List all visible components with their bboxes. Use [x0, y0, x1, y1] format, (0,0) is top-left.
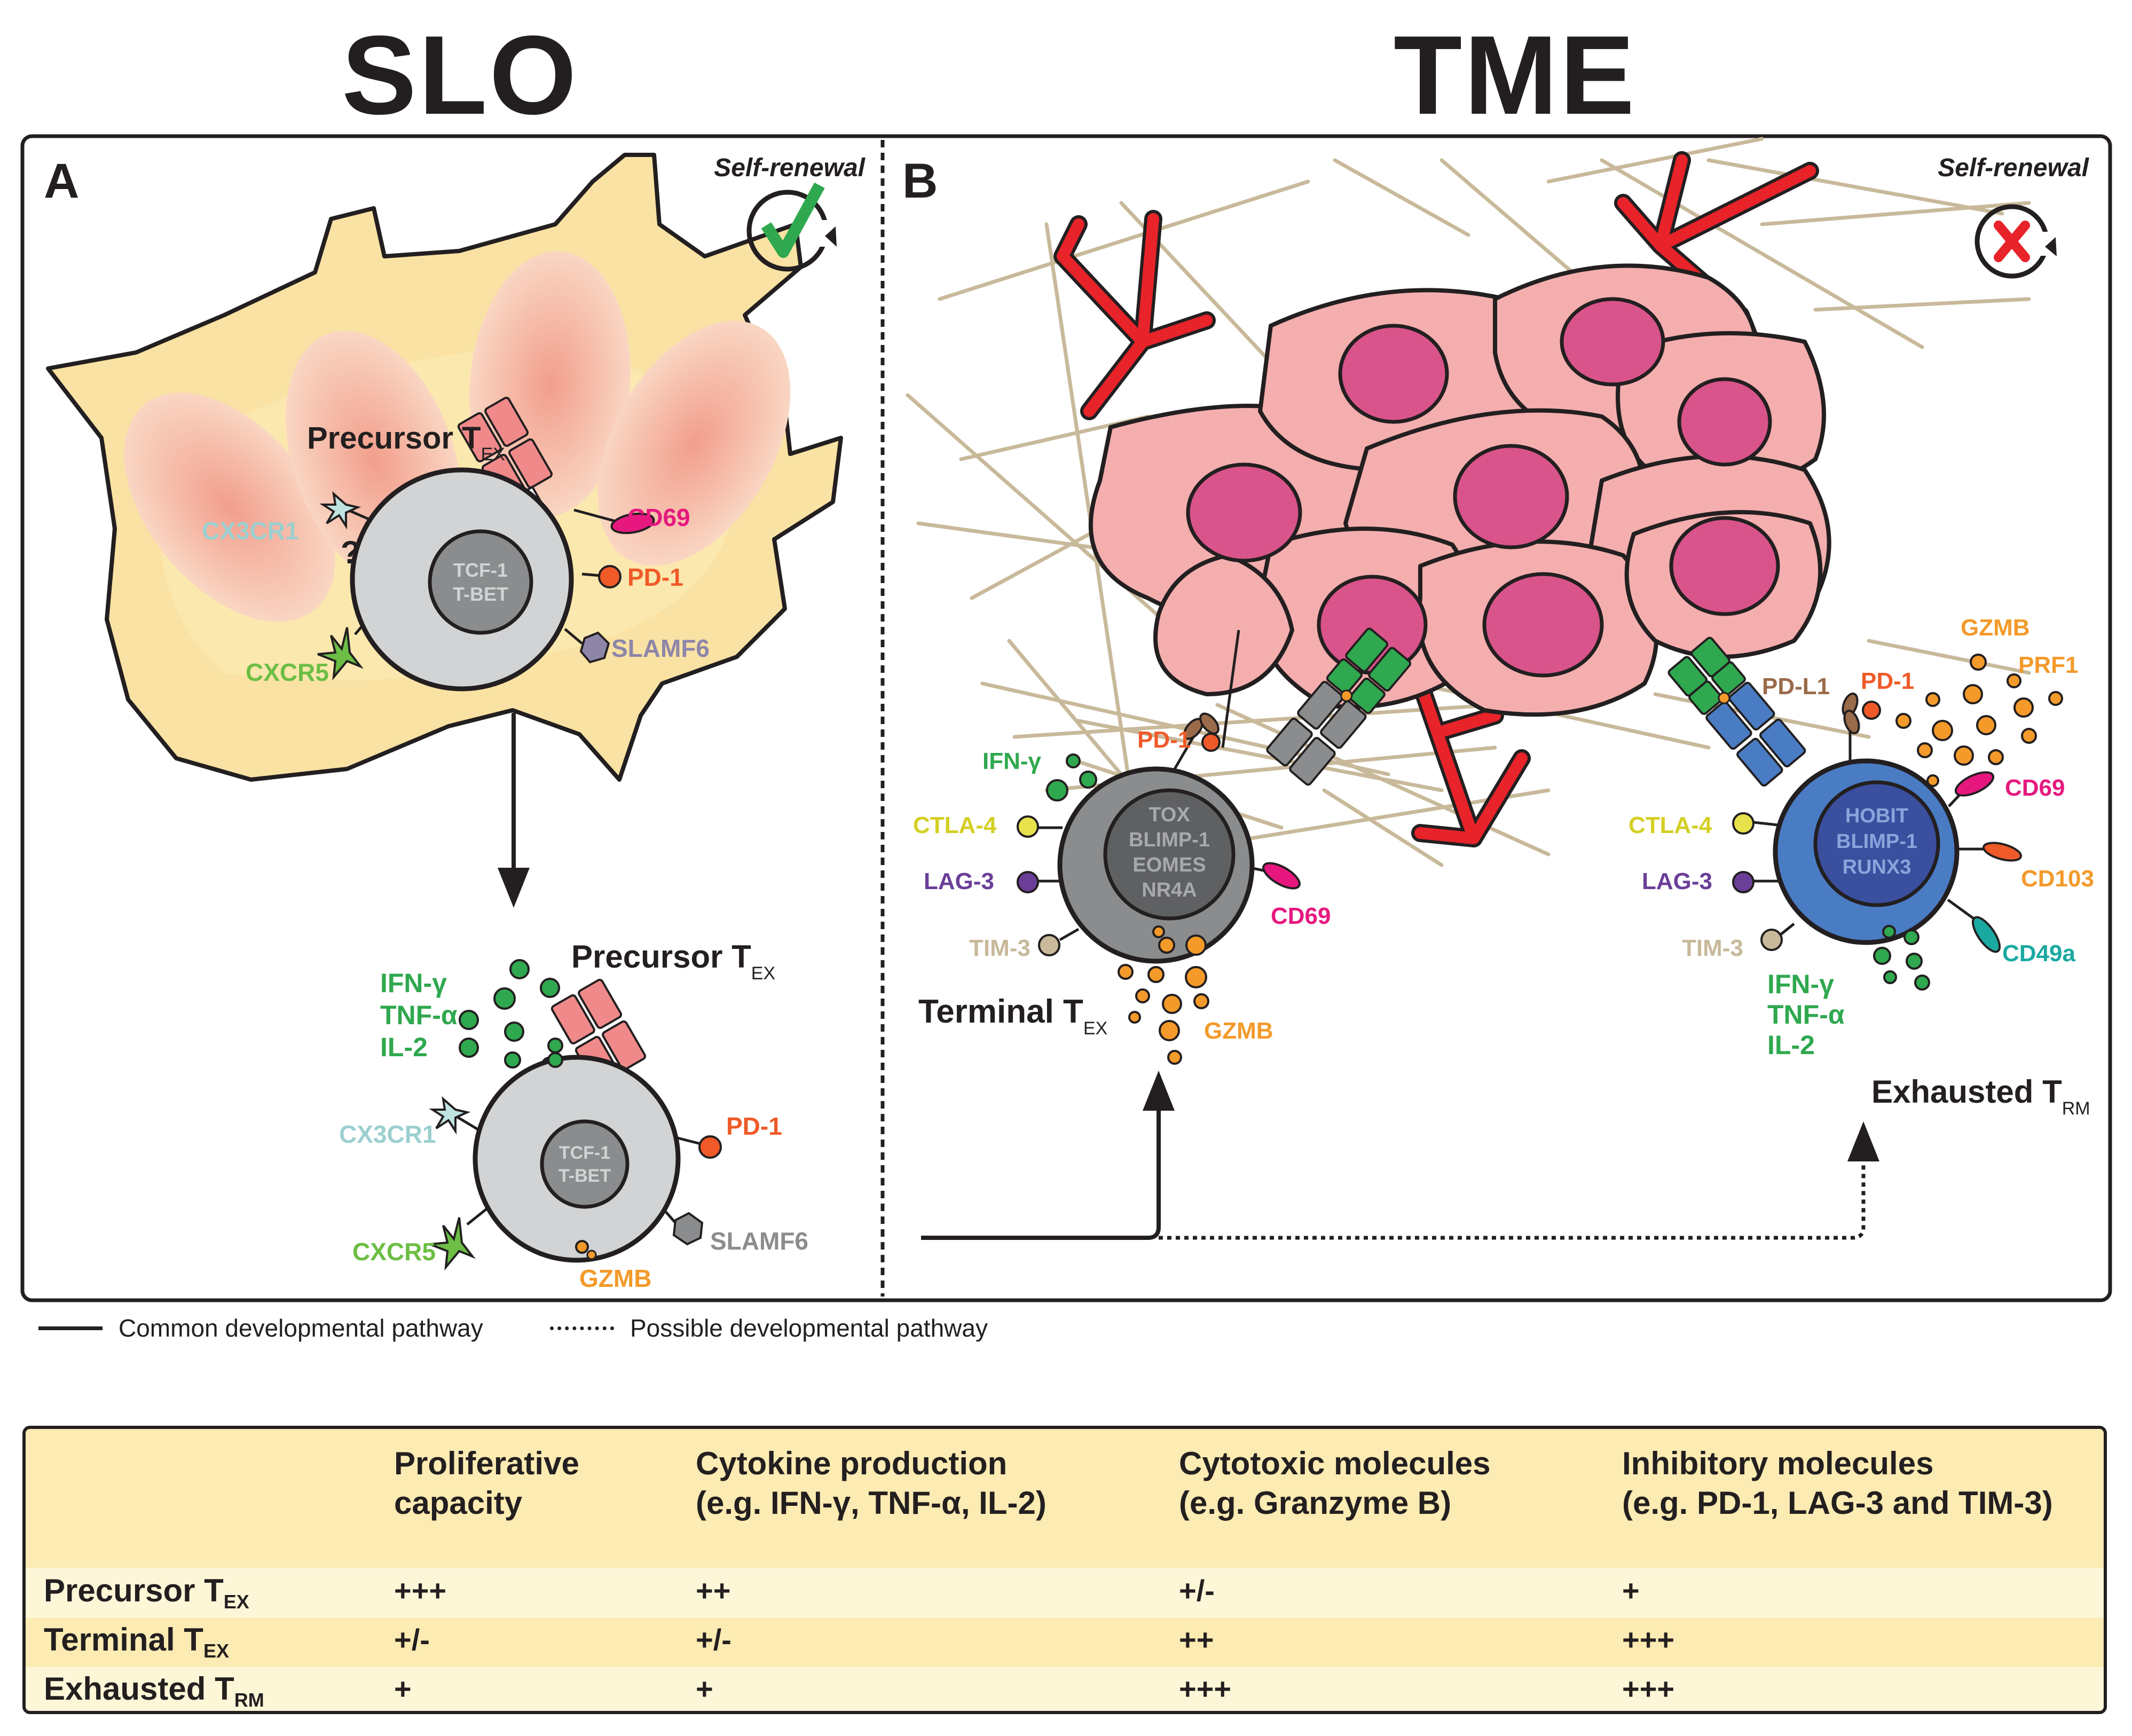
cytokine-tnfa: TNF-α [380, 1000, 458, 1030]
svg-text:LAG-3: LAG-3 [1642, 868, 1712, 894]
slamf6-receptor [579, 631, 610, 664]
slamf6-label: SLAMF6 [611, 634, 710, 662]
question-mark: ? [341, 535, 360, 570]
svg-text:TIM-3: TIM-3 [1682, 935, 1743, 961]
svg-text:TOX: TOX [1148, 804, 1190, 826]
svg-text:HOBIT: HOBIT [1845, 805, 1908, 827]
svg-text:BLIMP-1: BLIMP-1 [1836, 830, 1917, 853]
svg-text:EOMES: EOMES [1132, 854, 1206, 876]
svg-text:IL-2: IL-2 [1767, 1030, 1815, 1060]
exhausted-trm-label: Exhausted TRM [1871, 1074, 2090, 1119]
cx3cr1-label: CX3CR1 [202, 517, 299, 545]
svg-text:CTLA-4: CTLA-4 [913, 812, 997, 838]
cxcr5-receptor [317, 627, 364, 681]
cytokine-dots-a [459, 959, 563, 1072]
rbc-1 [124, 392, 335, 622]
legend-possible: Possible developmental pathway [550, 1314, 988, 1342]
panel-b-letter: B [902, 154, 938, 208]
svg-text:PD-1: PD-1 [726, 1112, 782, 1140]
cx3cr1-receptor [319, 491, 361, 530]
svg-text:GZMB: GZMB [1204, 1018, 1273, 1044]
svg-text:PD-1: PD-1 [1861, 668, 1914, 694]
svg-text:CD69: CD69 [2005, 775, 2065, 801]
svg-text:RUNX3: RUNX3 [1843, 856, 1911, 878]
svg-text:T-BET: T-BET [558, 1166, 611, 1186]
tme-title: TME [1394, 12, 1637, 138]
pd1-receptor [598, 565, 621, 588]
table-row: Precursor TEX +++ ++ +/- + [26, 1569, 2104, 1618]
svg-text:TCF-1: TCF-1 [453, 559, 508, 581]
table-header [26, 1429, 2104, 1568]
svg-text:T-BET: T-BET [453, 583, 508, 605]
self-renewal-check-icon [746, 182, 837, 272]
rbc-4 [597, 320, 791, 566]
svg-text:LAG-3: LAG-3 [924, 868, 994, 894]
self-renewal-label-b: Self-renewal [1938, 154, 2089, 182]
legend-dotted-line [550, 1326, 614, 1330]
header-cytotoxic: Cytotoxic molecules(e.g. Granzyme B) [1179, 1446, 1491, 1521]
svg-text:GZMB: GZMB [1961, 615, 2030, 641]
svg-text:PD-L1: PD-L1 [1762, 673, 1830, 700]
tumor-nuclei [1186, 297, 1780, 678]
precursor-label-2: Precursor TEX [571, 939, 775, 984]
panel-a-letter: A [44, 154, 79, 208]
panel-frame [20, 134, 2112, 1302]
blood-vessels [1057, 154, 1816, 844]
legend-solid-line [38, 1326, 103, 1330]
possible-pathway-arrow [1159, 1159, 1866, 1240]
svg-text:NR4A: NR4A [1142, 879, 1197, 901]
svg-text:CD103: CD103 [2021, 866, 2094, 892]
svg-text:CTLA-4: CTLA-4 [1628, 812, 1712, 838]
svg-text:CXCR5: CXCR5 [352, 1238, 436, 1266]
diagram-svg: A Self-renewal TCF-1 T-BET [20, 134, 2112, 1302]
legend-common-label: Common developmental pathway [119, 1314, 483, 1342]
svg-text:PRF1: PRF1 [2018, 652, 2078, 678]
cd69-receptor [610, 512, 655, 535]
terminal-tcr [1266, 627, 1412, 786]
precursor-label-1: Precursor TEX [307, 421, 505, 465]
table-row: Exhausted TRM + + +++ +++ [26, 1667, 2104, 1711]
svg-text:IFN-γ: IFN-γ [982, 748, 1042, 774]
svg-text:IFN-γ: IFN-γ [1767, 969, 1834, 999]
svg-text:CX3CR1: CX3CR1 [339, 1120, 436, 1148]
self-renewal-cross-icon [1974, 204, 2057, 279]
table-row: Terminal TEX +/- +/- ++ +++ [26, 1618, 2104, 1667]
svg-text:TCF-1: TCF-1 [559, 1143, 610, 1163]
legend-common: Common developmental pathway [38, 1314, 483, 1342]
terminal-tex-label: Terminal TEX [918, 993, 1107, 1039]
svg-text:CD49a: CD49a [2002, 940, 2075, 967]
common-pathway-arrow [921, 1105, 1161, 1240]
svg-text:TIM-3: TIM-3 [969, 935, 1030, 961]
cytokine-il2: IL-2 [380, 1032, 428, 1062]
svg-text:GZMB: GZMB [579, 1264, 651, 1292]
self-renewal-label-a: Self-renewal [714, 154, 866, 182]
header-cytokine: Cytokine production(e.g. IFN-γ, TNF-α, I… [696, 1446, 1047, 1521]
svg-text:BLIMP-1: BLIMP-1 [1129, 829, 1210, 851]
svg-text:CD69: CD69 [1271, 903, 1331, 929]
header-inhibitory: Inhibitory molecules(e.g. PD-1, LAG-3 an… [1622, 1446, 2053, 1521]
cxcr5-label: CXCR5 [246, 658, 329, 686]
trm-tcr [1667, 637, 1806, 787]
cd69-label: CD69 [627, 504, 690, 531]
svg-text:TNF-α: TNF-α [1767, 1000, 1845, 1030]
legend-possible-label: Possible developmental pathway [630, 1314, 988, 1342]
svg-text:SLAMF6: SLAMF6 [710, 1227, 808, 1255]
slo-title: SLO [342, 12, 579, 138]
pd1-label: PD-1 [627, 563, 683, 591]
precursor-nucleus-1 [428, 529, 533, 635]
svg-text:PD-1: PD-1 [1137, 727, 1191, 753]
cytokine-ifng: IFN-γ [380, 968, 447, 998]
